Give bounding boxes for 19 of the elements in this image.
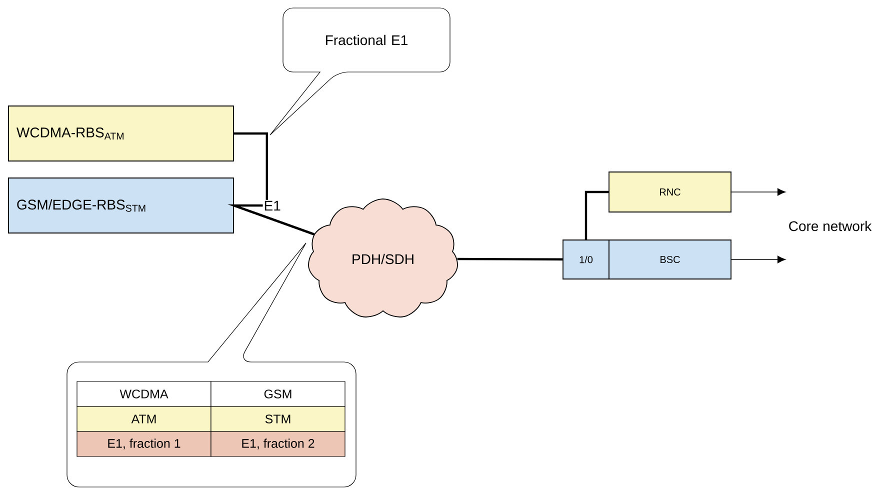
port-box: 1/0 (562, 240, 610, 280)
caption-label: Core network (789, 220, 872, 232)
connector-line (457, 258, 563, 260)
controller-box: RNC (608, 172, 732, 212)
connector-line (584, 190, 609, 240)
network-cloud: PDH/SDH (308, 198, 458, 318)
rbs-box: WCDMA-RBS$_{ATM}$ (8, 106, 234, 162)
connector-line (731, 256, 786, 264)
table-cell: E1, fraction 2 (210, 431, 346, 457)
table-cell: STM (210, 406, 346, 432)
edge-label: E1 (264, 200, 280, 210)
table-cell: WCDMA (76, 381, 212, 407)
table-cell: GSM (210, 381, 346, 407)
connector-line (731, 188, 786, 196)
table-cell: E1, fraction 1 (76, 431, 212, 457)
table-cell: ATM (76, 406, 212, 432)
callout-bubble: Fractional E1 (270, 8, 450, 136)
rbs-box: GSM/EDGE-RBS$_{STM}$ (8, 178, 234, 234)
connector-line (234, 204, 314, 236)
